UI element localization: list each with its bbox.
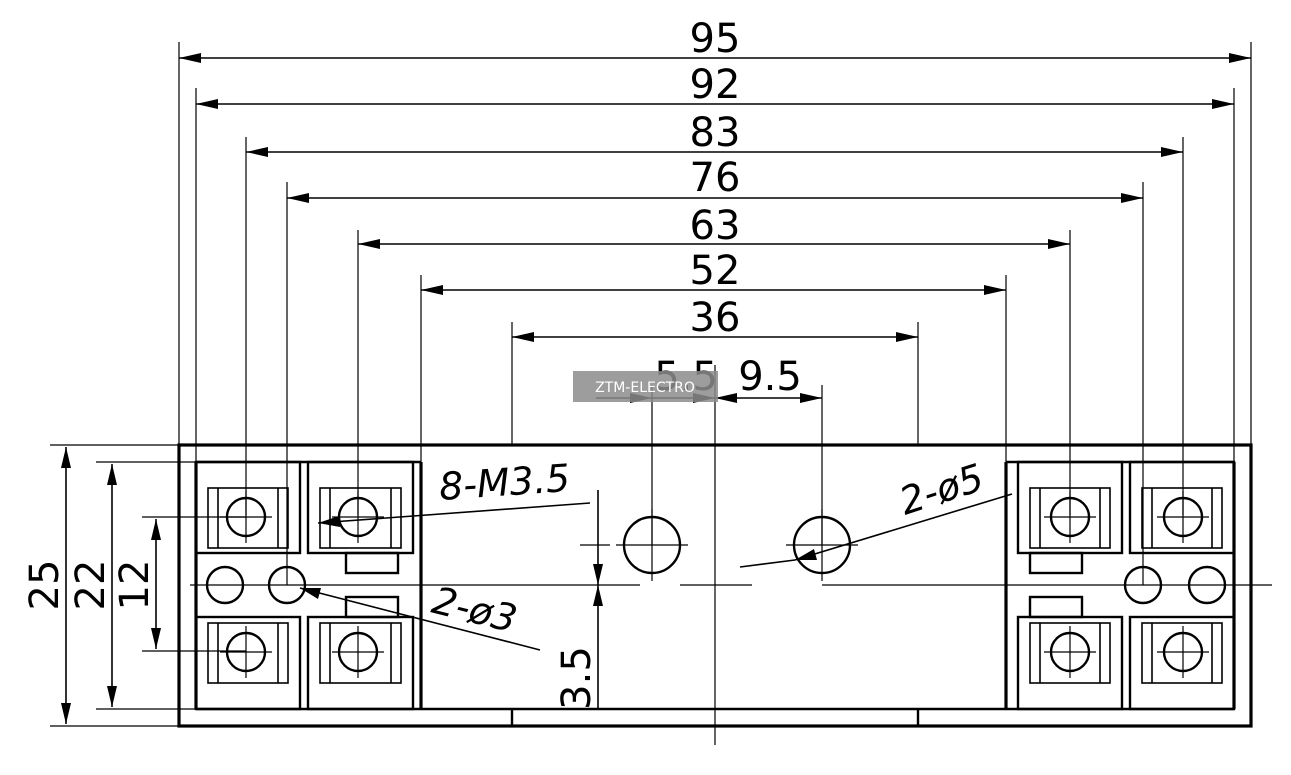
dim-12: 12	[112, 560, 158, 611]
terminal-5	[1128, 460, 1236, 555]
dim-arrow-left-2	[246, 147, 268, 157]
dim-76: 76	[690, 155, 741, 201]
label-screws: 8-M3.5	[438, 456, 572, 509]
tab-left-bottom	[344, 595, 400, 619]
dim-arrow-right-4	[1048, 239, 1070, 249]
terminal-frame-3	[306, 615, 415, 711]
terminal-1	[306, 460, 415, 555]
leader-lines	[299, 493, 1013, 651]
terminal-clamp-2	[207, 622, 289, 684]
dim-arrow-small-c	[800, 393, 822, 403]
terminal-blocks	[194, 460, 1236, 711]
holes	[190, 365, 1272, 745]
terminal-frame-0	[194, 460, 302, 555]
dim-9-5: 9.5	[738, 354, 802, 400]
extension-lines	[50, 42, 1252, 727]
dim-36: 36	[690, 295, 741, 341]
terminal-frame-2	[194, 615, 302, 711]
dim-arrow-left-3	[287, 193, 309, 203]
dim-83: 83	[690, 110, 741, 156]
label-small-holes: 2-ø3	[428, 578, 521, 641]
terminal-clamp-4	[1029, 487, 1111, 549]
dim-arrow-left-5	[421, 285, 443, 295]
dim-3-5: 3.5	[554, 646, 600, 710]
watermark-logo: ZTM-ELECTRO	[573, 371, 718, 402]
dim-arrow-left-0	[179, 53, 201, 63]
dim-arrow-right-0	[1229, 53, 1251, 63]
terminal-6	[1016, 615, 1124, 711]
dim-63: 63	[690, 203, 741, 249]
terminal-3	[306, 615, 415, 711]
label-mount-holes: 2-ø5	[894, 455, 989, 523]
dim-arrow-right-5	[984, 285, 1006, 295]
terminal-clamp-7	[1141, 622, 1223, 684]
vertical-dimension-lines	[61, 447, 610, 724]
terminal-clamp-5	[1141, 487, 1223, 549]
dim-arrow-small-b	[715, 393, 737, 403]
dim-25: 25	[22, 560, 68, 611]
dim-arrow-right-1	[1212, 99, 1234, 109]
terminal-0	[194, 460, 302, 555]
terminal-clamp-1	[319, 487, 402, 549]
watermark-text: ZTM-ELECTRO	[595, 380, 695, 396]
dim-arrow-left-1	[196, 99, 218, 109]
dim-arrow-left-4	[358, 239, 380, 249]
terminal-clamp-0	[207, 487, 289, 549]
terminal-7	[1128, 615, 1236, 711]
dim-22: 22	[68, 560, 114, 611]
dim-arrow-left-6	[512, 332, 534, 342]
terminal-frame-5	[1128, 460, 1236, 555]
dim-arrow-right-6	[896, 332, 918, 342]
terminal-frame-1	[306, 460, 415, 555]
dim-95: 95	[690, 16, 741, 62]
tab-right-top	[1028, 551, 1084, 575]
tab-right-bottom	[1028, 595, 1084, 619]
tab-left-top	[344, 551, 400, 575]
dim-arrow-right-2	[1161, 147, 1183, 157]
terminal-clamp-6	[1029, 622, 1111, 684]
terminal-2	[194, 615, 302, 711]
terminal-clamp-3	[319, 622, 402, 684]
terminal-frame-7	[1128, 615, 1236, 711]
dim-52: 52	[690, 248, 741, 294]
dim-92: 92	[690, 62, 741, 108]
dim-arrow-right-3	[1121, 193, 1143, 203]
